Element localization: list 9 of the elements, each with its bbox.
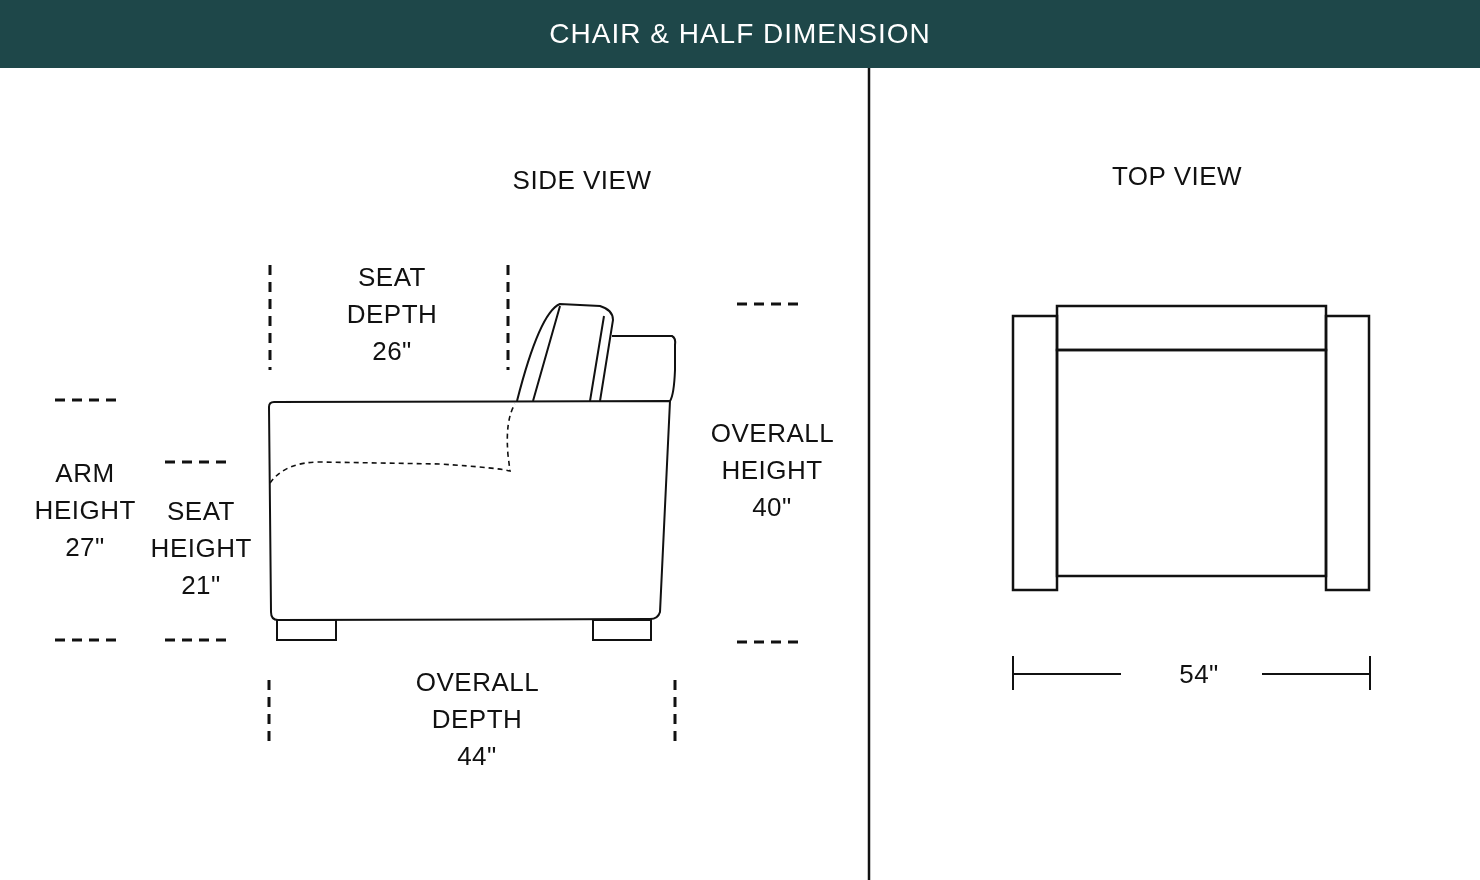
view-title: SIDE VIEW <box>512 164 652 197</box>
dimension-label: 54" <box>1179 658 1219 691</box>
dimension-label: SEAT HEIGHT 21" <box>150 495 252 602</box>
view-title: TOP VIEW <box>1111 160 1243 193</box>
header-title: CHAIR & HALF DIMENSION <box>549 18 931 50</box>
dimension-label: SEAT DEPTH 26" <box>346 261 438 368</box>
dimension-label: OVERALL HEIGHT 40" <box>710 417 834 524</box>
dimension-label: ARM HEIGHT 27" <box>34 457 136 564</box>
dimension-label: OVERALL DEPTH 44" <box>415 666 539 773</box>
